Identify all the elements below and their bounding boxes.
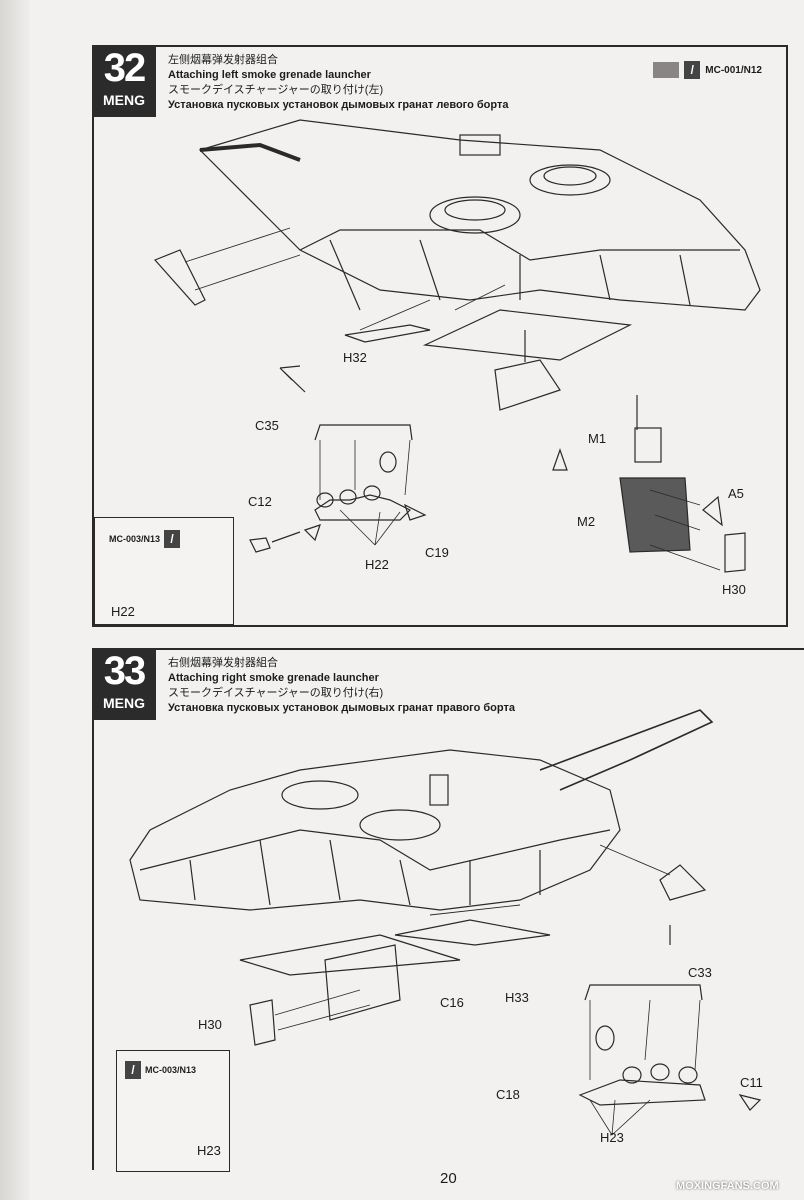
part-label: H22: [111, 604, 135, 619]
title-ja: スモークデイスチャージャーの取り付け(左): [168, 84, 384, 96]
step-33: 33 MENG 右侧烟幕弹发射器組合 Attaching right smoke…: [92, 648, 804, 1172]
title-en: Attaching left smoke grenade launcher: [168, 69, 371, 81]
turret-right-drawing: [129, 709, 714, 1046]
page-binding-edge: [0, 0, 30, 1200]
detail-inset: / MC-003/N13 H23: [116, 1050, 230, 1172]
part-label-m2: M2: [577, 514, 596, 529]
part-label-h30: H30: [198, 1017, 222, 1032]
paint-code: MC-001/N12: [705, 64, 762, 76]
brush-icon: /: [125, 1061, 141, 1079]
step-number: 33: [103, 649, 147, 693]
part-label-h33: H33: [505, 990, 529, 1005]
paint-code: MC-003/N13: [109, 534, 161, 544]
part-label-h23: H23: [600, 1130, 624, 1145]
part-label-c33: C33: [688, 965, 712, 980]
page-number: 20: [440, 1170, 457, 1187]
brush-icon: /: [684, 61, 701, 79]
step-titles: 右侧烟幕弹发射器組合 Attaching right smoke grenade…: [168, 656, 515, 716]
title-en: Attaching right smoke grenade launcher: [168, 672, 379, 684]
paint-callout: / MC-001/N12: [653, 61, 762, 79]
part-label-h22: H22: [365, 557, 389, 572]
brush-icon: /: [164, 530, 181, 548]
part-label-c16: C16: [440, 995, 464, 1010]
part-label-c19: C19: [425, 545, 449, 560]
detail-inset: MC-003/N13/ H22: [94, 517, 234, 625]
brand-logo: MENG: [103, 92, 145, 108]
brand-logo: MENG: [103, 695, 145, 711]
title-ru: Установка пусковых установок дымовых гра…: [168, 99, 509, 111]
step-badge: 32 MENG: [92, 45, 156, 117]
part-label-m1: M1: [588, 431, 607, 446]
part-label-h30: H30: [722, 582, 746, 597]
paint-swatch-icon: [653, 62, 680, 78]
antenna-m2-drawing: [619, 395, 746, 573]
part-label-c35: C35: [255, 418, 279, 433]
part-label-c11: C11: [740, 1075, 763, 1090]
title-zh: 右侧烟幕弹发射器組合: [168, 657, 278, 669]
step-titles: 左侧烟幕弹发射器组合 Attaching left smoke grenade …: [168, 53, 508, 113]
part-label: H23: [197, 1143, 221, 1158]
paint-code: MC-003/N13: [145, 1065, 197, 1075]
step-number: 32: [103, 46, 147, 90]
watermark: MOXINGFANS.COM: [676, 1180, 779, 1192]
part-label-a5: A5: [728, 486, 744, 501]
launcher-c33-drawing: [578, 984, 762, 1136]
turret-left-drawing: [153, 119, 761, 411]
title-ru: Установка пусковых установок дымовых гра…: [168, 702, 515, 714]
launcher-c35-drawing: [249, 424, 568, 553]
step-badge: 33 MENG: [92, 648, 156, 720]
part-label-c12: C12: [248, 494, 272, 509]
title-ja: スモークデイスチャージャーの取り付け(右): [168, 687, 384, 699]
title-zh: 左侧烟幕弹发射器组合: [168, 54, 278, 66]
step-32: 32 MENG 左侧烟幕弹发射器组合 Attaching left smoke …: [92, 45, 788, 627]
part-label-h32: H32: [343, 350, 367, 365]
part-label-c18: C18: [496, 1087, 520, 1102]
